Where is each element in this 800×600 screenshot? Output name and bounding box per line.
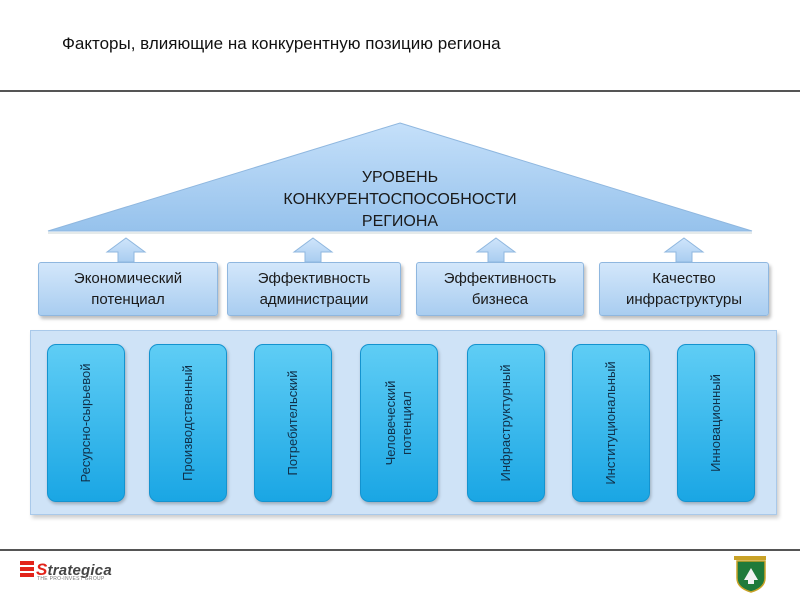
competitiveness-level-label: УРОВЕНЬ КОНКУРЕНТОСПОСОБНОСТИ РЕГИОНА — [230, 167, 570, 233]
up-arrow-1 — [105, 237, 147, 263]
pillar-institutional: Институциональный — [572, 344, 650, 502]
factor-line: Качество — [652, 270, 716, 287]
factor-line: Эффективность — [443, 270, 557, 287]
pillar-production: Производственный — [149, 344, 227, 502]
logo-wordmark: Strategica — [36, 560, 112, 580]
pillar-line: Производственный — [180, 365, 195, 481]
pillar-consumer: Потребительский — [254, 344, 332, 502]
bottom-divider — [0, 549, 800, 551]
pillar-innovation: Инновационный — [677, 344, 755, 502]
factor-line: инфраструктуры — [626, 291, 742, 308]
logo-mark-icon — [20, 561, 34, 577]
top-divider — [0, 90, 800, 92]
pillar-infrastructure: Инфраструктурный — [467, 344, 545, 502]
strategica-logo: Strategica THE PRO-INVEST GROUP — [18, 556, 148, 582]
logo-initial: S — [36, 560, 48, 579]
pillar-resource: Ресурсно-сырьевой — [47, 344, 125, 502]
factor-line: Экономический — [73, 270, 183, 287]
factor-box-administration-efficiency: Эффективность администрации — [227, 262, 401, 316]
roof-line: КОНКУРЕНТОСПОСОБНОСТИ — [283, 191, 517, 208]
factor-line: администрации — [259, 291, 369, 308]
factor-line: бизнеса — [471, 291, 529, 308]
region-emblem-icon — [734, 556, 766, 593]
factor-line: потенциал — [91, 291, 165, 308]
up-arrow-4 — [663, 237, 705, 263]
pillar-line: Потребительский — [285, 370, 300, 476]
pillar-line: Ресурсно-сырьевой — [78, 363, 93, 483]
pillar-line: Инновационный — [708, 374, 723, 472]
roof-line: РЕГИОНА — [361, 213, 439, 230]
pillar-line: Институциональный — [603, 361, 618, 485]
logo-rest: trategica — [47, 562, 112, 579]
factor-box-infrastructure-quality: Качество инфраструктуры — [599, 262, 769, 316]
pillar-line: Человеческий — [383, 380, 398, 466]
factor-box-business-efficiency: Эффективность бизнеса — [416, 262, 584, 316]
page-title: Факторы, влияющие на конкурентную позици… — [62, 34, 501, 53]
factor-line: Эффективность — [257, 270, 371, 287]
pillar-line: потенциал — [399, 391, 414, 455]
factor-box-economic-potential: Экономический потенциал — [38, 262, 218, 316]
roof-line: УРОВЕНЬ — [361, 169, 439, 186]
roof-diagram — [47, 122, 753, 263]
pillar-line: Инфраструктурный — [498, 364, 513, 482]
up-arrow-3 — [475, 237, 517, 263]
up-arrow-2 — [292, 237, 334, 263]
roof-triangle — [47, 122, 753, 232]
logo-tagline: THE PRO-INVEST GROUP — [37, 576, 105, 582]
